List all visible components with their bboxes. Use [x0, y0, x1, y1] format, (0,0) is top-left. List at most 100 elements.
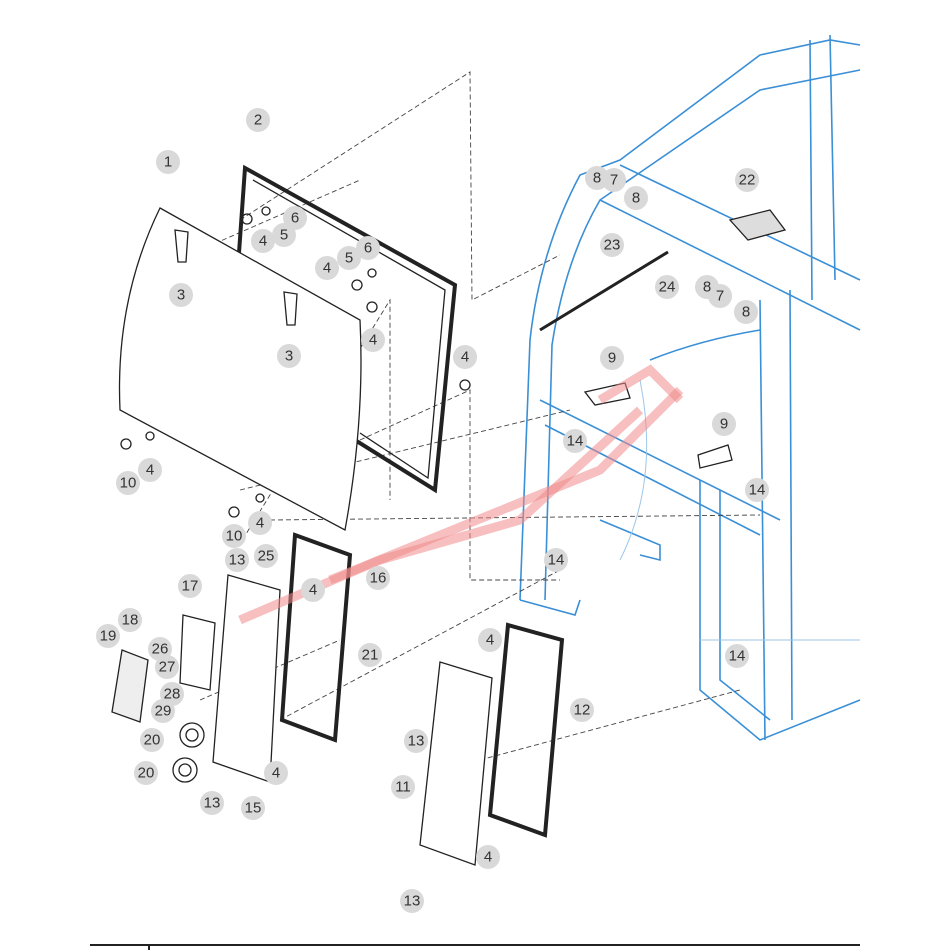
- callout-bubble: [277, 344, 301, 368]
- callout-number: 15: [245, 800, 262, 817]
- lower-window-glass: [419, 661, 493, 866]
- callout-bubble: [563, 429, 587, 453]
- callout-number: 4: [272, 765, 280, 782]
- callout-number: 18: [122, 612, 139, 629]
- callout-number: 13: [404, 893, 421, 910]
- callout-bubble: [118, 608, 142, 632]
- callout-number: 13: [408, 733, 425, 750]
- hinge: [283, 291, 298, 326]
- callout-number: 7: [610, 172, 618, 189]
- callout-bubble: [315, 256, 339, 280]
- panel-frame: [179, 614, 216, 691]
- callout-number: 7: [716, 288, 724, 305]
- bottom-rule: [90, 944, 860, 946]
- callout-bubble: [272, 223, 296, 247]
- callout-number: 13: [229, 552, 246, 569]
- callout-number: 14: [729, 648, 746, 665]
- callout-bubble: [178, 574, 202, 598]
- callout-bubbles: [96, 108, 769, 913]
- callout-number: 8: [593, 170, 601, 187]
- callout-bubble: [358, 643, 382, 667]
- callout-number: 13: [204, 795, 221, 812]
- callout-bubble: [241, 796, 265, 820]
- bottom-tick: [148, 944, 150, 950]
- callout-bubble: [624, 186, 648, 210]
- callout-bubble: [602, 168, 626, 192]
- callout-bubble: [301, 578, 325, 602]
- callout-bubble: [225, 548, 249, 572]
- latch: [583, 382, 631, 406]
- callout-number: 4: [323, 260, 331, 277]
- gas-strut: [539, 250, 669, 332]
- callout-bubble: [356, 236, 380, 260]
- callout-bubble: [337, 246, 361, 270]
- callout-bubble: [148, 637, 172, 661]
- callout-bubble: [453, 345, 477, 369]
- callout-number: 8: [742, 304, 750, 321]
- callout-number: 8: [703, 279, 711, 296]
- callout-number: 16: [370, 570, 387, 587]
- callout-number: 29: [155, 703, 172, 720]
- callout-bubble: [138, 458, 162, 482]
- callout-number: 6: [291, 210, 299, 227]
- callout-bubble: [200, 791, 224, 815]
- callout-bubble: [478, 628, 502, 652]
- callout-number: 5: [280, 227, 288, 244]
- callout-number: 20: [138, 765, 155, 782]
- callout-number: 9: [720, 416, 728, 433]
- callout-number: 24: [659, 279, 676, 296]
- callout-number: 27: [159, 659, 176, 676]
- callout-bubble: [400, 889, 424, 913]
- callout-bubble: [366, 566, 390, 590]
- callout-number: 4: [486, 632, 494, 649]
- washers: [120, 206, 471, 518]
- lower-window-seal: [487, 622, 565, 838]
- grommets: [172, 722, 205, 783]
- callout-bubble: [734, 300, 758, 324]
- callout-number: 14: [548, 552, 565, 569]
- callout-number: 5: [345, 250, 353, 267]
- callout-number: 1: [164, 154, 172, 171]
- callout-bubble: [251, 229, 275, 253]
- callout-number: 4: [484, 849, 492, 866]
- callout-number: 20: [144, 732, 161, 749]
- callout-number: 4: [369, 332, 377, 349]
- callout-number: 4: [146, 462, 154, 479]
- callout-bubble: [134, 761, 158, 785]
- callout-number: 25: [258, 548, 275, 565]
- callout-bubble: [151, 699, 175, 723]
- callout-bubble: [655, 275, 679, 299]
- callout-number: 3: [285, 348, 293, 365]
- callout-bubble: [712, 412, 736, 436]
- callout-number: 3: [177, 287, 185, 304]
- callout-bubble: [476, 845, 500, 869]
- callout-number: 8: [632, 190, 640, 207]
- callout-bubble: [116, 471, 140, 495]
- callout-number: 6: [364, 240, 372, 257]
- callout-number: 19: [100, 628, 117, 645]
- callout-bubble: [544, 548, 568, 572]
- callout-bubble: [248, 511, 272, 535]
- callout-number: 2: [254, 112, 262, 129]
- callout-number: 28: [164, 686, 181, 703]
- cab-frame: [519, 34, 861, 741]
- hinge: [174, 229, 189, 263]
- callout-bubble: [254, 544, 278, 568]
- callout-bubble: [222, 524, 246, 548]
- callout-bubble: [156, 150, 180, 174]
- callout-number: 21: [362, 647, 379, 664]
- callout-number: 4: [256, 515, 264, 532]
- callout-bubble: [155, 655, 179, 679]
- window-seal-inner: [252, 179, 446, 480]
- callout-number: 9: [608, 350, 616, 367]
- callout-bubble: [264, 761, 288, 785]
- callout-bubble: [745, 478, 769, 502]
- cover: [111, 649, 149, 723]
- callout-bubble: [361, 328, 385, 352]
- callout-number: 23: [604, 237, 621, 254]
- callout-bubble: [246, 108, 270, 132]
- callout-bubble: [140, 728, 164, 752]
- callout-number: 10: [120, 475, 137, 492]
